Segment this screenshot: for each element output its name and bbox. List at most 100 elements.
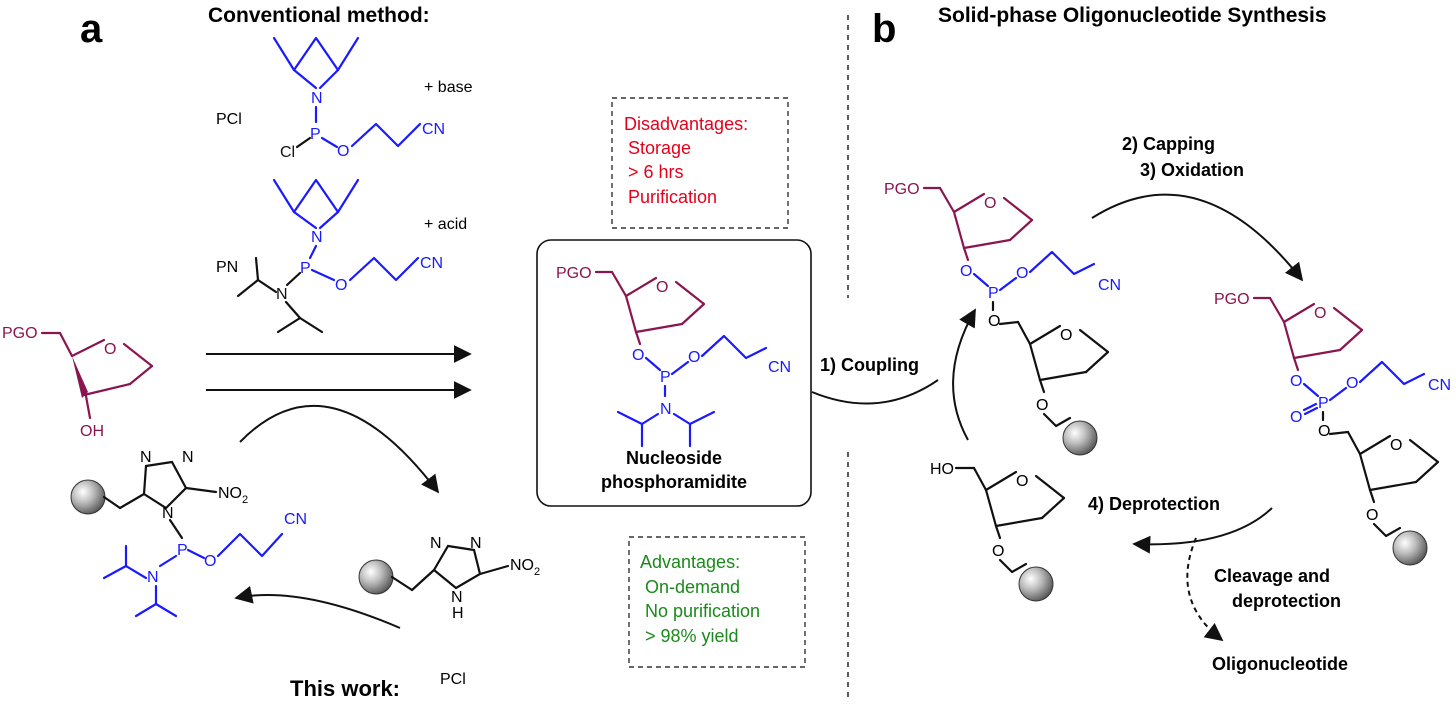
pcl-bond-po: [320, 136, 339, 149]
pa-chain: [700, 334, 768, 360]
od-chain: [1358, 360, 1426, 386]
sr-n2: N: [182, 449, 194, 466]
start-ring-o: O: [104, 341, 116, 358]
coupling-arrow-up: [952, 308, 976, 441]
pn-o-atom: O: [335, 277, 347, 294]
start-bond-ch2-c4: [58, 331, 74, 358]
rt-triazole-ring: [432, 544, 482, 590]
od-ring2-o: O: [1390, 437, 1402, 454]
start-ring-2: [122, 342, 154, 368]
pn-plus-acid: + acid: [424, 216, 467, 233]
supported-reagent: N N N NO2 P N O CN: [70, 449, 307, 618]
cd-bond-p-o: [998, 276, 1018, 292]
dn-ring-3: [1040, 496, 1066, 520]
cd-ring2-3: [1084, 350, 1110, 374]
pa-ipr-1: [616, 410, 644, 448]
cd-o3: O: [960, 263, 972, 280]
pcl-n-atom: N: [311, 90, 323, 107]
resin-triazole: N N N H NO2: [358, 535, 540, 622]
pcl-cn: CN: [422, 121, 445, 138]
start-ring-bold: [82, 382, 132, 397]
curved-arrow-regen: [234, 585, 401, 629]
cd-ring2-2: [1078, 328, 1110, 354]
dn-ring-o: O: [1016, 473, 1028, 490]
pn-n-atom: N: [311, 229, 323, 246]
start-ring-3: [128, 364, 154, 386]
capping-oxidation-arrow: [1091, 193, 1304, 282]
pcl-plus-base: + base: [424, 79, 473, 96]
pcl-isopropyl-bonds: [272, 36, 360, 72]
pa-bond-ch2-c4: [610, 270, 628, 298]
sr-bond-1: [102, 495, 122, 510]
pn-isopropyl-left-me: [254, 256, 260, 282]
dn-o3: O: [992, 543, 1004, 560]
deprotected-nucleoside: HO O O: [930, 461, 1066, 602]
od-p: P: [1318, 395, 1329, 412]
od-bond-c3-o: [1292, 356, 1300, 372]
dn-ring-1: [984, 470, 1018, 492]
disadvantage-item-2: > 6 hrs: [628, 162, 684, 182]
rt-n3: N: [451, 589, 463, 606]
sr-cn: CN: [284, 511, 307, 528]
deprotection-arrow: [1132, 507, 1273, 554]
od-linker: [1372, 522, 1402, 538]
sr-ipr-bottom: [134, 602, 178, 618]
od-ring2-bold: [1368, 480, 1418, 492]
phosphoramidite-structure: PGO O O P O CN N: [556, 265, 791, 448]
sr-chain: [216, 532, 284, 558]
dn-ring-2: [1034, 474, 1066, 500]
od-bond-o-p: [1302, 382, 1320, 398]
sr-o: O: [204, 553, 216, 570]
step-oxidation: 3) Oxidation: [1140, 160, 1244, 180]
pn-isopropyl-top: [272, 178, 360, 214]
dn-bond-c3-o: [994, 524, 1002, 540]
pa-n: N: [660, 401, 672, 418]
pn-bond-pn2: [285, 271, 302, 287]
od-ring-o: O: [1314, 305, 1326, 322]
pcl-cl-atom: Cl: [280, 144, 295, 161]
cd-bond-c3b-o: [1038, 378, 1046, 394]
panel-b-title: Solid-phase Oligonucleotide Synthesis: [938, 4, 1327, 27]
starting-nucleoside: PGO O OH: [2, 325, 154, 440]
pcl-reagent: PCl N P Cl O CN + base: [216, 36, 473, 161]
advantage-item-2: No purification: [645, 601, 760, 621]
od-ring-2: [1332, 306, 1364, 332]
od-ring2-4: [1358, 452, 1372, 492]
od-o3: O: [1290, 373, 1302, 390]
cd-bond-ch2-c4b: [1016, 320, 1032, 346]
pa-bond-n-ch1: [640, 412, 660, 426]
od-bond-o5-ch2: [1328, 430, 1350, 436]
od-bond-c3b-o: [1368, 488, 1376, 504]
pa-pgo: PGO: [556, 265, 592, 282]
pcl-bottom-label: PCl: [440, 671, 466, 688]
oxidized-dinucleotide: PGO O O P O CN O O O O: [1214, 291, 1451, 566]
cd-o-chain: O: [1016, 265, 1028, 282]
resin-bead-2: [358, 559, 394, 595]
resin-bead-4: [1392, 530, 1428, 566]
pa-cn: CN: [768, 359, 791, 376]
resin-bead-5: [1018, 566, 1054, 602]
pcl-label: PCl: [216, 111, 242, 128]
od-pgo: PGO: [1214, 291, 1250, 308]
cd-ring-o: O: [984, 195, 996, 212]
cd-cn: CN: [1098, 277, 1121, 294]
pn-bond-n1: [292, 210, 318, 230]
phosphoramidite-caption-1: Nucleoside: [626, 448, 722, 468]
od-ring-1: [1282, 302, 1316, 324]
dn-bond-ch2-c4: [972, 466, 988, 492]
cd-ring2-1: [1028, 324, 1062, 346]
step-deprotection: 4) Deprotection: [1088, 494, 1220, 514]
cd-o5: O: [988, 313, 1000, 330]
sr-triazole-ring: [142, 460, 188, 510]
dn-ring-4: [984, 488, 998, 528]
panel-a-title: Conventional method:: [208, 4, 430, 27]
this-work-label: This work:: [290, 676, 400, 701]
cd-linker: [1042, 412, 1072, 428]
sr-no2: NO2: [218, 485, 248, 506]
od-bond-ch2-c4: [1268, 296, 1286, 324]
dn-ho: HO: [930, 461, 954, 478]
pcl-bond-n2: [318, 68, 340, 90]
cleavage-label-1: Cleavage and: [1214, 566, 1330, 586]
rt-no2: NO2: [510, 557, 540, 578]
pa-ring-1: [624, 276, 658, 298]
